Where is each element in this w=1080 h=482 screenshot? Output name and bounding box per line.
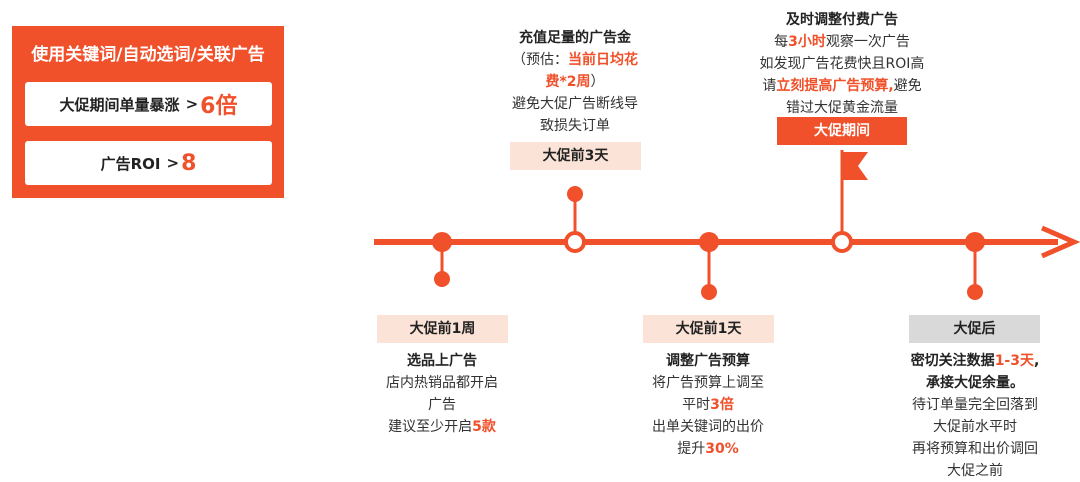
after-heading-post: , (1033, 353, 1040, 369)
node-after (965, 232, 985, 252)
label-week-before: 大促前1周 (377, 315, 508, 343)
after-line5: 大促之前 (947, 463, 1003, 479)
stat-peak-orders: 大促期间单量暴涨 > 6倍 (25, 82, 272, 126)
dot-three-days (567, 186, 583, 202)
after-line4: 再将预算和出价调回 (912, 441, 1038, 457)
three-days-text: 充值足量的广告金 （预估：当前日均花 费*2周） 避免大促广告断线导 致损失订单 (490, 27, 660, 137)
during-line3-pre: 请 (762, 78, 777, 94)
one-day-line4-pre: 提升 (677, 441, 706, 457)
one-day-line2-pre: 平时 (682, 397, 711, 413)
after-line1: 承接大促余量。 (926, 375, 1024, 391)
one-day-heading: 调整广告预算 (666, 353, 750, 369)
during-line3-hl: 立刻提高广告预算, (776, 78, 894, 94)
stat-peak-orders-value: 6倍 (200, 94, 238, 119)
label-after: 大促后 (909, 315, 1040, 343)
label-one-day: 大促前1天 (643, 315, 774, 343)
label-during: 大促期间 (777, 117, 907, 145)
stat-roi-label: 广告ROI (100, 154, 161, 173)
dot-week-before (434, 271, 450, 287)
during-heading: 及时调整付费广告 (786, 12, 898, 28)
dot-one-day (701, 284, 717, 300)
week-before-text: 选品上广告 店内热销品都开启 广告 建议至少开启5款 (362, 350, 522, 438)
during-line2: 如发现广告花费快且ROI高 (759, 56, 925, 72)
dot-after (967, 284, 983, 300)
stat-roi-gt: > (166, 154, 180, 172)
during-line1-hl: 3小时 (788, 34, 826, 50)
one-day-line1: 将广告预算上调至 (652, 375, 764, 391)
week-before-line3-hl: 5款 (472, 419, 496, 435)
stat-peak-orders-gt: > (185, 95, 199, 113)
node-during (831, 231, 853, 253)
week-before-line3-pre: 建议至少开启 (388, 419, 473, 435)
after-line2: 待订单量完全回落到 (912, 397, 1038, 413)
three-days-line4: 致损失订单 (540, 118, 610, 134)
during-line1-pre: 每 (774, 34, 789, 50)
one-day-text: 调整广告预算 将广告预算上调至 平时3倍 出单关键词的出价 提升30% (628, 350, 788, 460)
one-day-line2-hl: 3倍 (710, 397, 734, 413)
three-days-line3: 避免大促广告断线导 (512, 96, 638, 112)
after-line3: 大促前水平时 (933, 419, 1017, 435)
label-three-days: 大促前3天 (510, 142, 641, 170)
week-before-heading: 选品上广告 (407, 353, 477, 369)
stat-roi: 广告ROI > 8 (25, 141, 272, 185)
arrow-head-icon (1040, 225, 1080, 259)
stat-peak-orders-label: 大促期间单量暴涨 (59, 95, 180, 114)
during-line4: 错过大促黄金流量 (786, 100, 898, 116)
during-line3-post: 避免 (893, 78, 922, 94)
one-day-line4-hl: 30% (705, 441, 739, 457)
flag-icon (843, 152, 868, 180)
summary-title: 使用关键词/自动选词/关联广告 (31, 45, 265, 65)
during-line1-post: 观察一次广告 (825, 34, 910, 50)
week-before-line1: 店内热销品都开启 (386, 375, 498, 391)
node-one-day (699, 232, 719, 252)
after-text: 密切关注数据1-3天, 承接大促余量。 待订单量完全回落到 大促前水平时 再将预… (885, 350, 1065, 482)
one-day-line3: 出单关键词的出价 (652, 419, 764, 435)
node-three-days (564, 231, 586, 253)
stat-roi-value: 8 (181, 150, 197, 176)
three-days-line1-pre: （预估： (512, 52, 568, 68)
three-days-line2-hl: 费*2周 (545, 74, 591, 90)
three-days-line2-post: ） (590, 74, 605, 90)
after-heading-hl: 1-3天 (994, 353, 1034, 369)
three-days-line1-hl: 当前日均花 (568, 52, 638, 68)
week-before-line2: 广告 (428, 397, 456, 413)
during-text: 及时调整付费广告 每3小时观察一次广告 如发现广告花费快且ROI高 请立刻提高广… (727, 9, 957, 119)
after-heading-pre: 密切关注数据 (910, 353, 995, 369)
three-days-heading: 充值足量的广告金 (519, 30, 631, 46)
node-week-before (432, 232, 452, 252)
